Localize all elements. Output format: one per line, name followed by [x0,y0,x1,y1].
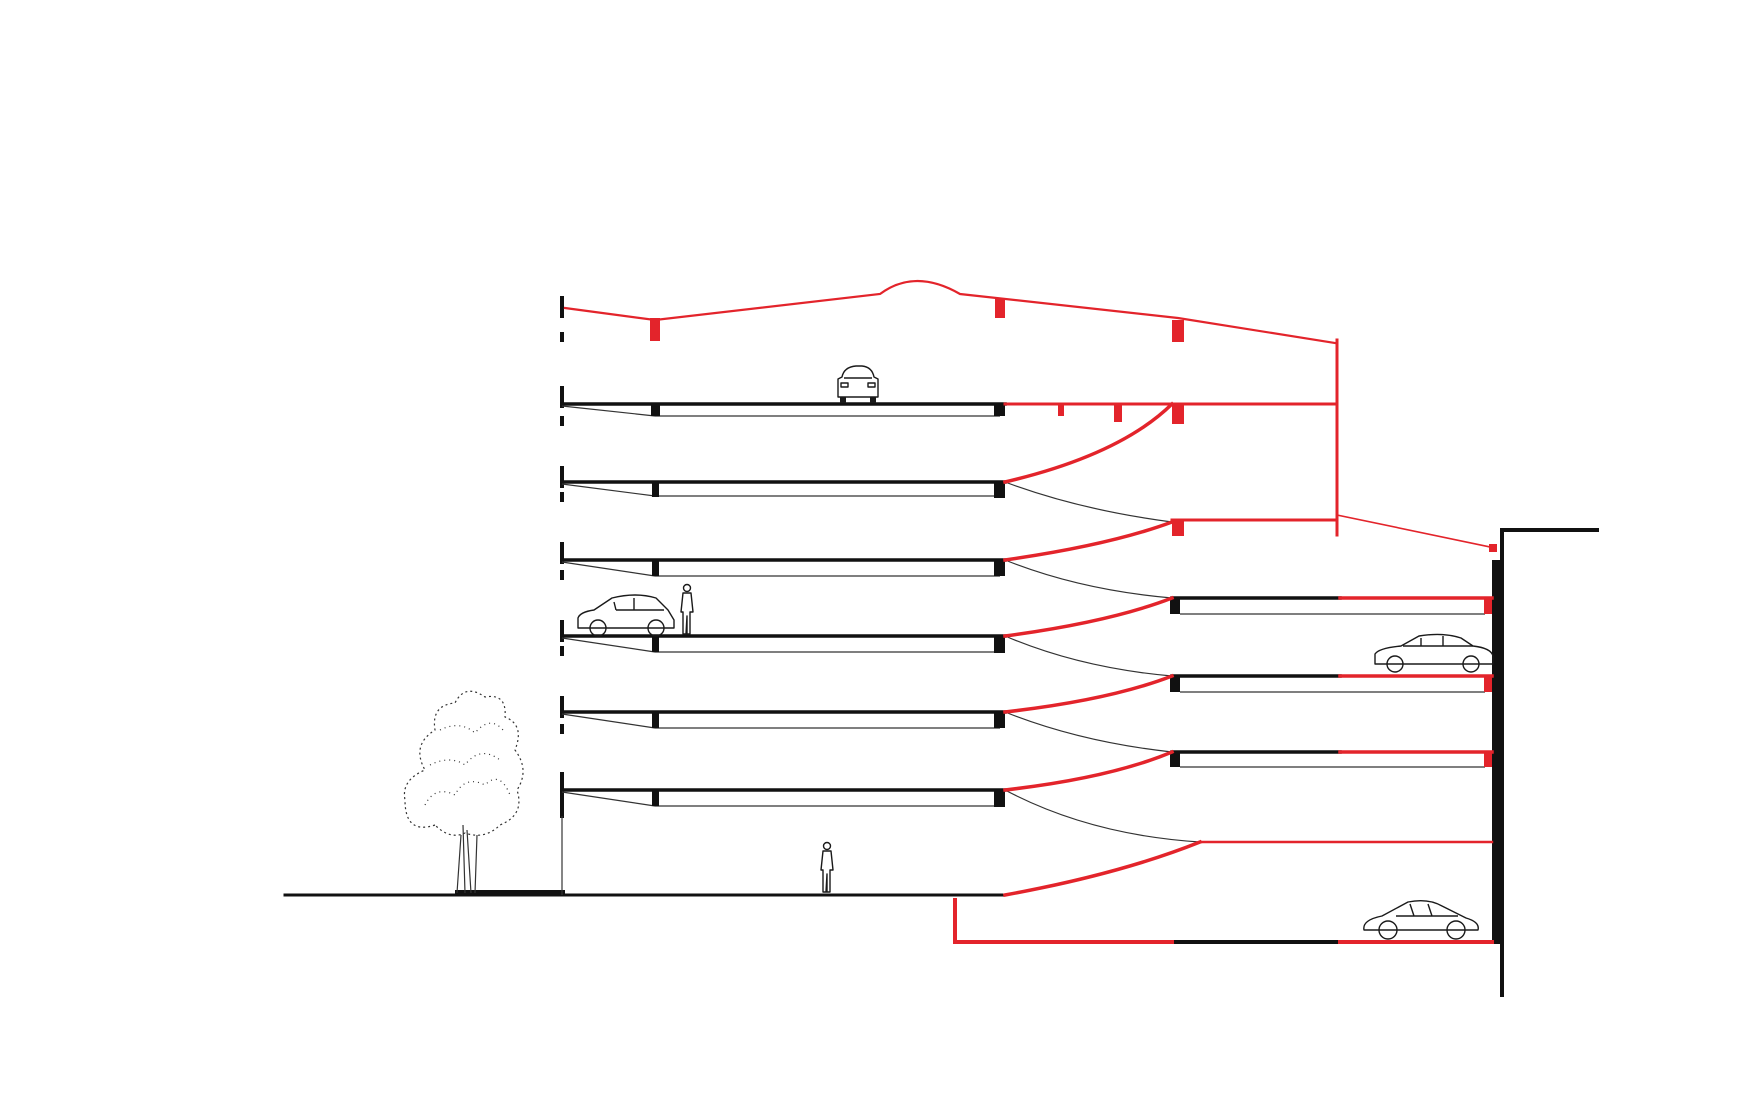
left-floor-slabs [560,402,1007,807]
car-icon [577,594,675,637]
person-icon [680,583,694,635]
car-icon [1363,899,1479,940]
tree-icon [403,690,524,894]
ramp-soffit-curves [1004,481,1201,843]
car-icon [1374,633,1494,673]
new-roof-structure [563,279,1339,537]
person-icon [820,841,834,893]
ground-line [283,890,1007,897]
retaining-wall [1492,528,1599,997]
new-top-slab [1003,402,1497,552]
right-floor-slabs [1170,596,1485,944]
car-icon [837,365,879,403]
new-basement [953,898,1494,944]
new-right-slab-extensions [1198,596,1494,844]
new-ramps [1002,401,1203,898]
